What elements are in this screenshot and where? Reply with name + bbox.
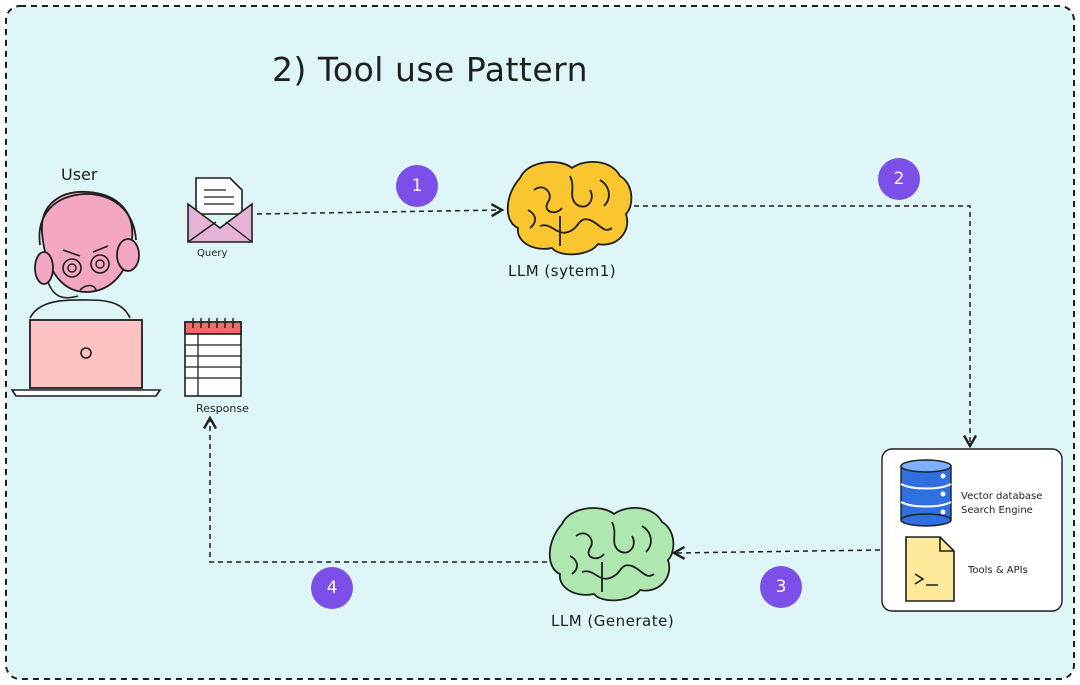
step-badge-3: 3 bbox=[760, 566, 802, 608]
query-label: Query bbox=[197, 248, 228, 259]
laptop-icon bbox=[10, 319, 162, 397]
terminal-file-icon bbox=[905, 536, 955, 602]
database-icon bbox=[900, 459, 952, 527]
brain-icon-generate bbox=[548, 507, 675, 602]
vector-db-line1: Vector database bbox=[961, 491, 1043, 502]
llm-generate-label: LLM (Generate) bbox=[551, 612, 675, 630]
arrow-tools-to-llm-generate bbox=[671, 545, 881, 560]
arrow-llm-to-tools bbox=[634, 205, 978, 449]
diagram-title: 2) Tool use Pattern bbox=[272, 50, 589, 89]
diagram-frame bbox=[5, 5, 1075, 680]
step-badge-4: 4 bbox=[311, 567, 353, 609]
step-badge-2: 2 bbox=[878, 158, 920, 200]
step-badge-1: 1 bbox=[396, 165, 438, 207]
llm-system-label: LLM (sytem1) bbox=[508, 262, 617, 280]
envelope-icon bbox=[187, 177, 253, 243]
tools-apis-label: Tools & APIs bbox=[968, 565, 1028, 576]
response-label: Response bbox=[196, 402, 249, 415]
vector-db-label: Vector database Search Engine bbox=[961, 490, 1042, 518]
arrow-generate-to-response bbox=[202, 415, 547, 563]
vector-db-line2: Search Engine bbox=[961, 505, 1033, 516]
arrow-query-to-llm bbox=[256, 203, 505, 218]
user-icon bbox=[29, 191, 140, 319]
brain-icon bbox=[506, 161, 633, 256]
notepad-icon bbox=[184, 318, 242, 397]
user-label: User bbox=[61, 165, 98, 184]
